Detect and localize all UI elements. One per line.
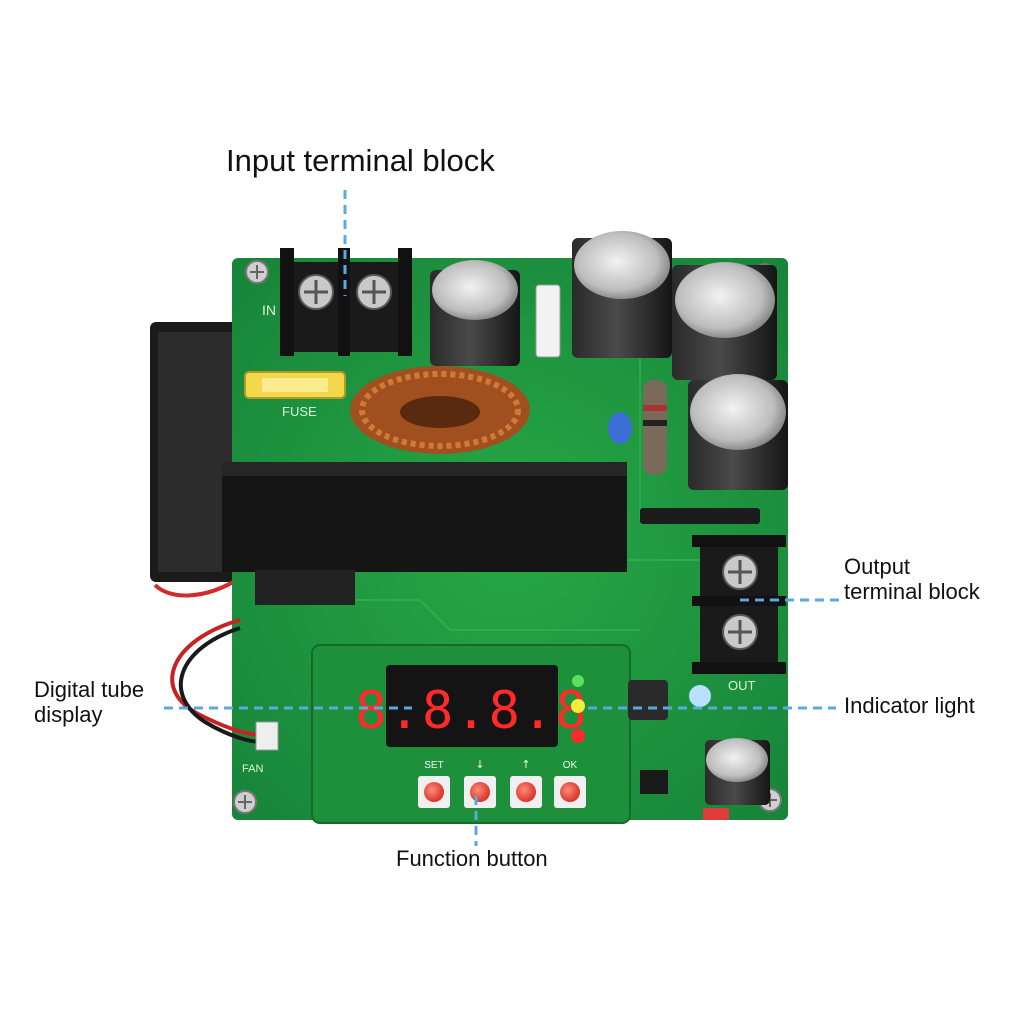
label-text: display (34, 701, 103, 727)
indicator-led-yellow (571, 699, 585, 713)
button-label: ↓ (475, 758, 484, 771)
control-board: 8.8.8.8 SET ↓ ↑ OK (311, 644, 631, 824)
label-text: Output (844, 554, 911, 579)
connector (535, 284, 561, 358)
diode (640, 508, 760, 524)
mounting-screw (245, 260, 269, 284)
output-terminal-block: OUT (692, 535, 786, 693)
small-capacitor (689, 685, 711, 707)
label-text: Digital tube (34, 677, 145, 702)
display-digits: 8.8.8.8 (355, 681, 588, 741)
inductor-small (628, 680, 668, 720)
indicator-led-green (572, 675, 584, 687)
silkscreen-fuse: FUSE (282, 404, 317, 419)
ic-chip (640, 770, 668, 794)
label-input-terminal-block: Input terminal block (226, 143, 495, 179)
input-terminal-block (280, 248, 412, 356)
label-digital-tube-display: Digital tube display (34, 677, 145, 727)
label-indicator-light: Indicator light (844, 693, 975, 719)
silkscreen-in: IN (262, 302, 276, 318)
power-resistor (643, 380, 667, 475)
smd-resistor (703, 808, 729, 820)
label-function-button: Function button (396, 846, 548, 872)
label-text: Indicator light (844, 693, 975, 718)
function-button-ok[interactable]: OK (554, 760, 586, 808)
fan-cable (178, 626, 263, 744)
function-button-up[interactable]: ↑ (510, 758, 542, 808)
transistor (255, 570, 355, 605)
fan-connector (255, 721, 279, 751)
ceramic-capacitor (608, 412, 632, 444)
heatsink (222, 462, 627, 572)
leader-lines (164, 190, 840, 846)
capacitor (705, 738, 770, 805)
button-label: ↑ (521, 758, 530, 771)
label-text: Input terminal block (226, 143, 495, 178)
silkscreen-fan: FAN (242, 763, 263, 775)
label-text: Function button (396, 846, 548, 871)
button-label: OK (563, 760, 578, 771)
function-button-set[interactable]: SET (418, 760, 450, 808)
capacitor (688, 374, 788, 490)
mounting-screw (233, 790, 257, 814)
indicator-led-red (571, 729, 585, 743)
label-output-terminal-block: Output terminal block (844, 554, 980, 604)
capacitor (430, 260, 520, 366)
fuse: FUSE (244, 371, 346, 419)
toroid-inductor (350, 366, 530, 454)
digital-tube-display: 8.8.8.8 (355, 665, 588, 747)
silkscreen-out: OUT (728, 678, 756, 693)
capacitor (572, 231, 672, 358)
capacitor (672, 262, 777, 380)
label-text: terminal block (844, 578, 980, 604)
button-label: SET (424, 760, 443, 771)
